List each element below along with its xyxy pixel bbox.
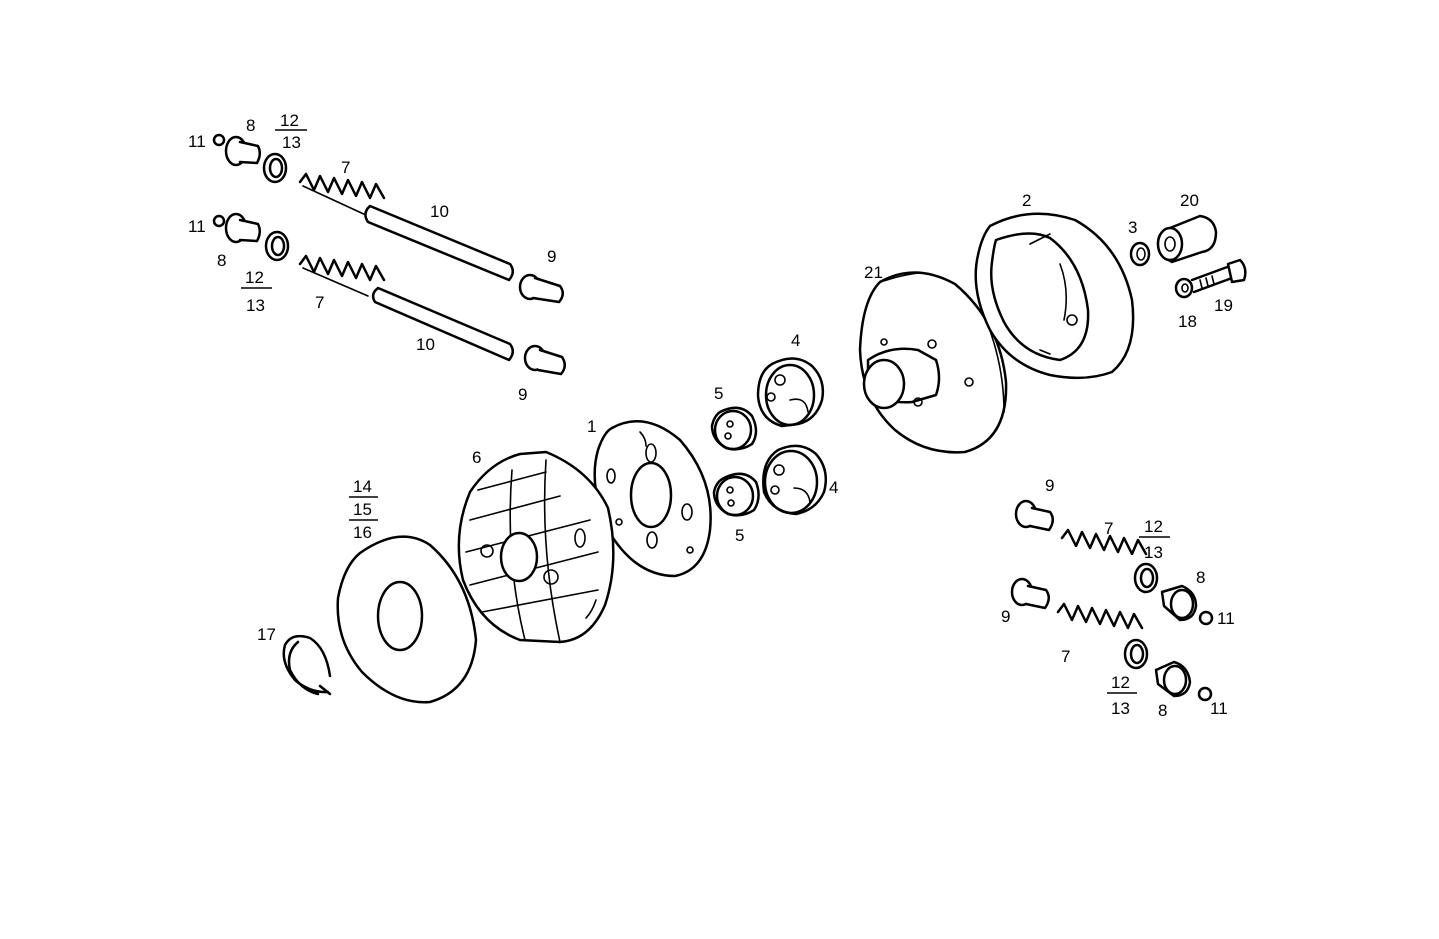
- label-9-a: 9: [547, 247, 556, 266]
- label-11-b: 11: [188, 217, 206, 236]
- label-11-a: 11: [188, 132, 206, 151]
- plug-8-a: [224, 135, 261, 167]
- bolt-19: [1190, 258, 1247, 294]
- label-7-b: 7: [315, 293, 324, 312]
- label-8-d: 8: [1158, 701, 1167, 720]
- label-13-b: 13: [246, 296, 265, 315]
- valve-head-9-c: [1014, 499, 1054, 532]
- spring-7-d: [1056, 602, 1144, 630]
- label-7-c: 7: [1104, 519, 1113, 538]
- valve-head-9-a: [518, 273, 564, 304]
- label-16: 16: [353, 523, 372, 542]
- valve-head-9-d: [1010, 577, 1050, 610]
- valve-head-9-b: [523, 344, 566, 376]
- circlip-11-c: [1198, 610, 1214, 626]
- label-2: 2: [1022, 191, 1031, 210]
- label-7-a: 7: [341, 158, 350, 177]
- piston-4-upper: [756, 357, 825, 428]
- label-20: 20: [1180, 191, 1199, 210]
- label-13-c: 13: [1144, 543, 1163, 562]
- label-3: 3: [1128, 218, 1137, 237]
- label-8-c: 8: [1196, 568, 1205, 587]
- label-9-c: 9: [1045, 476, 1054, 495]
- label-6: 6: [472, 448, 481, 467]
- sleeve-20: [1156, 214, 1218, 264]
- label-18: 18: [1178, 312, 1197, 331]
- label-12-c: 12: [1144, 517, 1163, 536]
- snap-ring-17: [282, 634, 332, 696]
- part-labels: 11 8 12 13 7 10 11 8 9 12 13 7 10 9 2 3 …: [188, 111, 1235, 720]
- label-12-a: 12: [280, 111, 299, 130]
- label-10-a: 10: [430, 202, 449, 221]
- plug-8-c: [1160, 584, 1198, 622]
- label-13-a: 13: [282, 133, 301, 152]
- seal-ring-3: [1129, 241, 1151, 267]
- washer-12-13-a: [262, 152, 288, 184]
- label-12-b: 12: [245, 268, 264, 287]
- circlip-11-b: [212, 214, 226, 228]
- spring-7-b: [298, 254, 386, 297]
- disc-1: [593, 420, 712, 578]
- label-4-lower: 4: [829, 478, 838, 497]
- label-11-c: 11: [1217, 609, 1235, 628]
- washer-12-13-d: [1123, 638, 1149, 670]
- label-1: 1: [587, 417, 596, 436]
- label-9-d: 9: [1001, 607, 1010, 626]
- label-5-upper: 5: [714, 384, 723, 403]
- label-19: 19: [1214, 296, 1233, 315]
- rotor-block-6: [457, 450, 615, 644]
- cap-5-upper: [710, 406, 758, 451]
- label-11-d: 11: [1210, 699, 1228, 718]
- upper-valve-assembly-2: [212, 212, 566, 376]
- label-15: 15: [353, 500, 372, 519]
- washer-18: [1174, 277, 1194, 299]
- plug-8-b: [224, 212, 261, 244]
- upper-valve-assembly-1: [212, 133, 564, 304]
- spring-7-a: [298, 172, 386, 217]
- label-4-upper: 4: [791, 331, 800, 350]
- label-10-b: 10: [416, 335, 435, 354]
- rod-10-b: [371, 286, 514, 362]
- label-17: 17: [257, 625, 276, 644]
- spring-7-c: [1060, 528, 1148, 556]
- washer-12-13-c: [1133, 562, 1159, 594]
- drum-2: [974, 212, 1135, 380]
- label-5-lower: 5: [735, 526, 744, 545]
- washer-12-13-b: [264, 230, 290, 262]
- label-7-d: 7: [1061, 647, 1070, 666]
- plug-8-d: [1154, 660, 1192, 698]
- piston-4-lower: [762, 444, 827, 516]
- label-21: 21: [864, 263, 883, 282]
- circlip-11-d: [1197, 686, 1213, 702]
- circlip-11-a: [212, 133, 226, 147]
- lower-valve-assembly-1: [1014, 499, 1214, 626]
- label-8-a: 8: [246, 116, 255, 135]
- label-9-b: 9: [518, 385, 527, 404]
- rod-10-a: [364, 204, 514, 282]
- cap-5-lower: [712, 472, 760, 517]
- label-12-d: 12: [1111, 673, 1130, 692]
- hub-21: [858, 271, 1008, 454]
- label-13-d: 13: [1111, 699, 1130, 718]
- washer-14-15-16: [336, 535, 478, 704]
- label-14: 14: [353, 477, 372, 496]
- label-8-b: 8: [217, 251, 226, 270]
- lower-valve-assembly-2: [1010, 577, 1213, 702]
